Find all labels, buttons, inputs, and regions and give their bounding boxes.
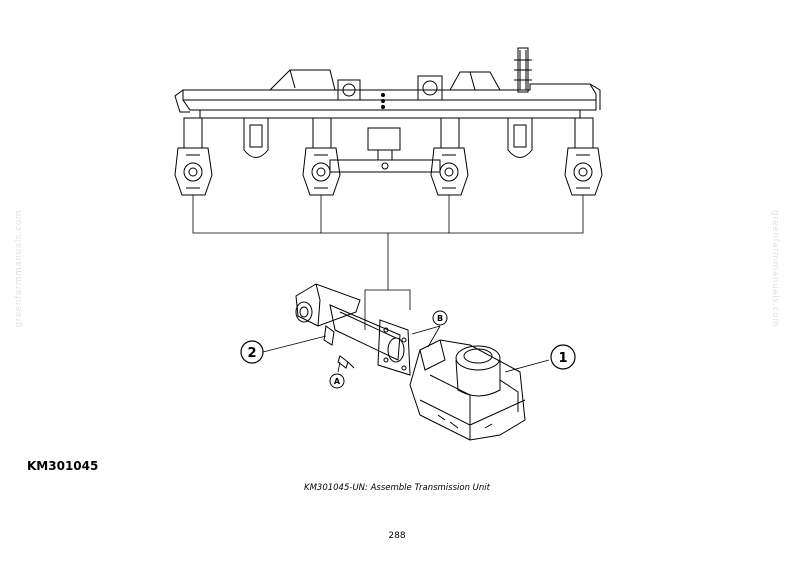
figure-code: KM301045	[27, 459, 99, 473]
page-number: 288	[388, 531, 406, 541]
deck-frame	[174, 47, 601, 119]
watermark-right: greenfarmmanuals.com	[770, 210, 780, 328]
spindle-gearbox-2	[302, 117, 341, 196]
gear-case	[409, 339, 526, 441]
bolt-a	[337, 355, 355, 369]
callout-b: B	[432, 310, 448, 326]
callout-a: A	[329, 373, 345, 389]
svg-text:2: 2	[247, 346, 256, 361]
callout-2: 2	[240, 340, 264, 364]
svg-text:1: 1	[558, 351, 567, 366]
spindle-gearbox-1	[174, 117, 213, 196]
svg-text:B: B	[437, 314, 443, 323]
hanging-brackets	[243, 118, 533, 158]
leader-lines	[192, 195, 584, 330]
figure-caption: KM301045-UN: Assemble Transmission Unit	[304, 483, 490, 493]
spindle-gearbox-4	[564, 117, 603, 196]
callout-1: 1	[550, 344, 576, 370]
spindle-gearbox-3	[430, 117, 469, 196]
center-cross-member	[329, 127, 441, 173]
drive-shaft-housing	[295, 283, 401, 361]
callout-leaders	[262, 325, 550, 373]
flange-plate	[377, 319, 411, 376]
svg-text:A: A	[334, 377, 341, 386]
